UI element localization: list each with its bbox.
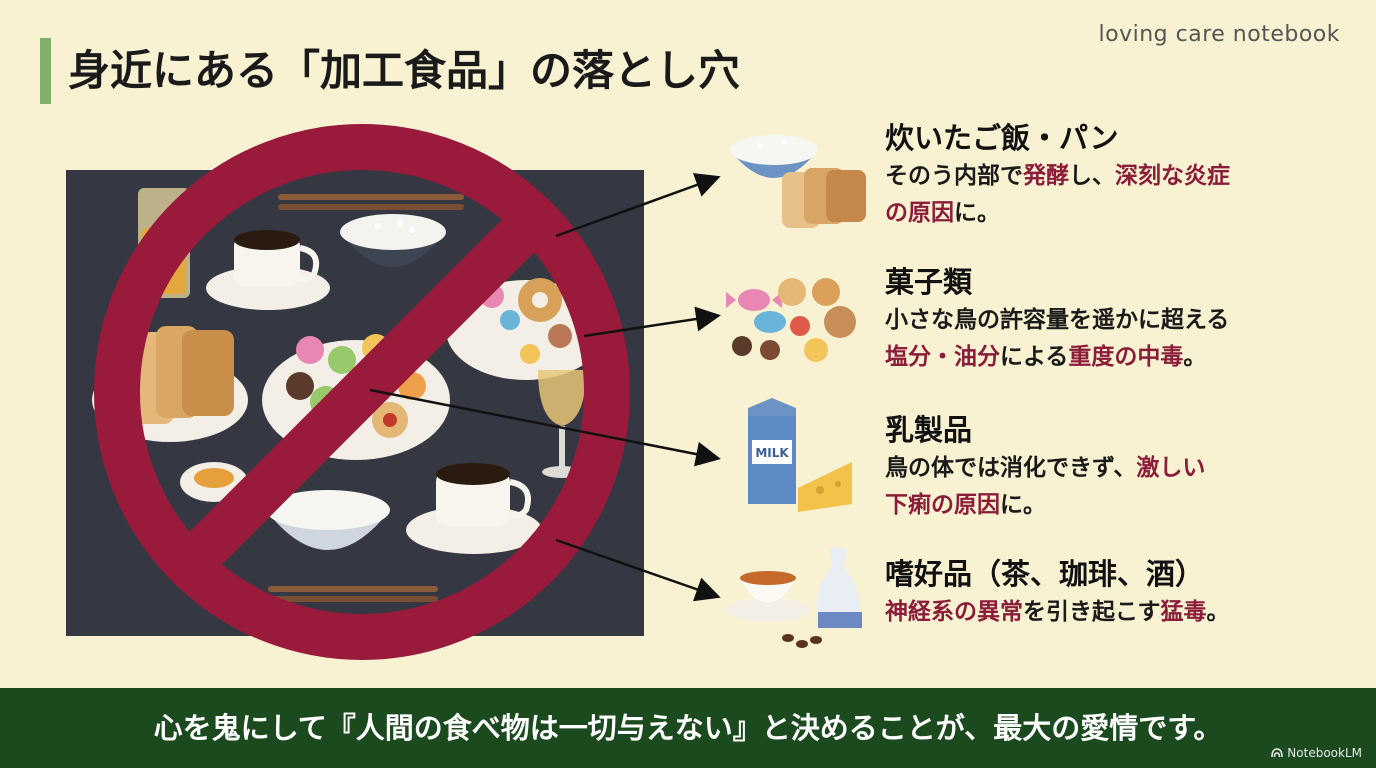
item-sweets: 菓子類 小さな鳥の許容量を遥かに超える塩分・油分による重度の中毒。 bbox=[885, 262, 1345, 376]
illustration: MILK bbox=[66, 124, 866, 660]
desc-text: そのう内部で bbox=[885, 163, 1023, 189]
credit-label: NotebookLM bbox=[1287, 746, 1362, 760]
highlight-text: の原因 bbox=[885, 200, 954, 226]
item-beverages: 嗜好品（茶、珈琲、酒） 神経系の異常を引き起こす猛毒。 bbox=[885, 554, 1345, 631]
arrows bbox=[369, 173, 721, 602]
desc-text: に。 bbox=[954, 200, 1000, 226]
milk-cheese-icon: MILK bbox=[748, 398, 852, 512]
milk-label: MILK bbox=[755, 446, 789, 460]
item-desc: そのう内部で発酵し、深刻な炎症の原因に。 bbox=[885, 158, 1345, 232]
item-title: 嗜好品（茶、珈琲、酒） bbox=[885, 557, 1205, 591]
highlight-text: 重度の中毒 bbox=[1068, 344, 1184, 370]
footer-message: 心を鬼にして『人間の食べ物は一切与えない』と決めることが、最大の愛情です。 bbox=[153, 711, 1223, 745]
arrow-rice-bread bbox=[555, 173, 721, 238]
desc-line: そのう内部で発酵し、深刻な炎症 bbox=[885, 158, 1345, 195]
item-desc: 鳥の体では消化できず、激しい下痢の原因に。 bbox=[885, 450, 1345, 524]
item-dairy: 乳製品 鳥の体では消化できず、激しい下痢の原因に。 bbox=[885, 410, 1345, 524]
item-desc: 小さな鳥の許容量を遥かに超える塩分・油分による重度の中毒。 bbox=[885, 302, 1345, 376]
highlight-text: 神経系の異常 bbox=[885, 599, 1023, 625]
tea-sake-icon bbox=[726, 548, 862, 648]
highlight-text: 激しい bbox=[1136, 455, 1206, 481]
desc-line: 神経系の異常を引き起こす猛毒。 bbox=[885, 594, 1345, 631]
desc-text: 。 bbox=[1206, 599, 1230, 625]
notebooklm-logo-icon bbox=[1271, 748, 1284, 758]
desc-text: 。 bbox=[1183, 344, 1207, 370]
title-accent-bar bbox=[40, 38, 51, 104]
desc-text: に。 bbox=[1000, 492, 1046, 518]
desc-line: 小さな鳥の許容量を遥かに超える bbox=[885, 302, 1345, 339]
item-title: 菓子類 bbox=[885, 265, 973, 299]
highlight-text: 発酵 bbox=[1023, 163, 1069, 189]
desc-text: 鳥の体では消化できず、 bbox=[885, 455, 1137, 481]
arrow-beverages bbox=[555, 538, 721, 602]
page-title: 身近にある「加工食品」の落とし穴 bbox=[68, 46, 741, 95]
highlight-text: 猛毒 bbox=[1160, 599, 1207, 625]
highlight-text: 下痢の原因 bbox=[885, 492, 1000, 518]
item-title: 乳製品 bbox=[885, 413, 973, 447]
item-desc: 神経系の異常を引き起こす猛毒。 bbox=[885, 594, 1345, 631]
item-rice-bread: 炊いたご飯・パン そのう内部で発酵し、深刻な炎症の原因に。 bbox=[885, 118, 1345, 232]
desc-line: の原因に。 bbox=[885, 195, 1345, 232]
rice-bread-icon bbox=[730, 135, 866, 228]
desc-line: 下痢の原因に。 bbox=[885, 487, 1345, 524]
footer-banner: 心を鬼にして『人間の食べ物は一切与えない』と決めることが、最大の愛情です。 No… bbox=[0, 688, 1376, 768]
desc-text: し、 bbox=[1069, 163, 1115, 189]
desc-text: 小さな鳥の許容量を遥かに超える bbox=[885, 307, 1230, 333]
desc-text: を引き起こす bbox=[1023, 599, 1161, 625]
desc-line: 塩分・油分による重度の中毒。 bbox=[885, 339, 1345, 376]
arrow-sweets bbox=[583, 306, 721, 338]
credit: NotebookLM bbox=[1271, 746, 1362, 760]
brand-label: loving care notebook bbox=[1098, 22, 1340, 47]
highlight-text: 深刻な炎症 bbox=[1115, 163, 1230, 189]
desc-text: による bbox=[1000, 344, 1069, 370]
item-title: 炊いたご飯・パン bbox=[885, 121, 1119, 155]
desc-line: 鳥の体では消化できず、激しい bbox=[885, 450, 1345, 487]
arrow-dairy bbox=[369, 388, 721, 467]
prohibition-sign bbox=[94, 124, 630, 660]
highlight-text: 塩分・油分 bbox=[885, 344, 1000, 370]
sweets-icon bbox=[726, 278, 856, 362]
